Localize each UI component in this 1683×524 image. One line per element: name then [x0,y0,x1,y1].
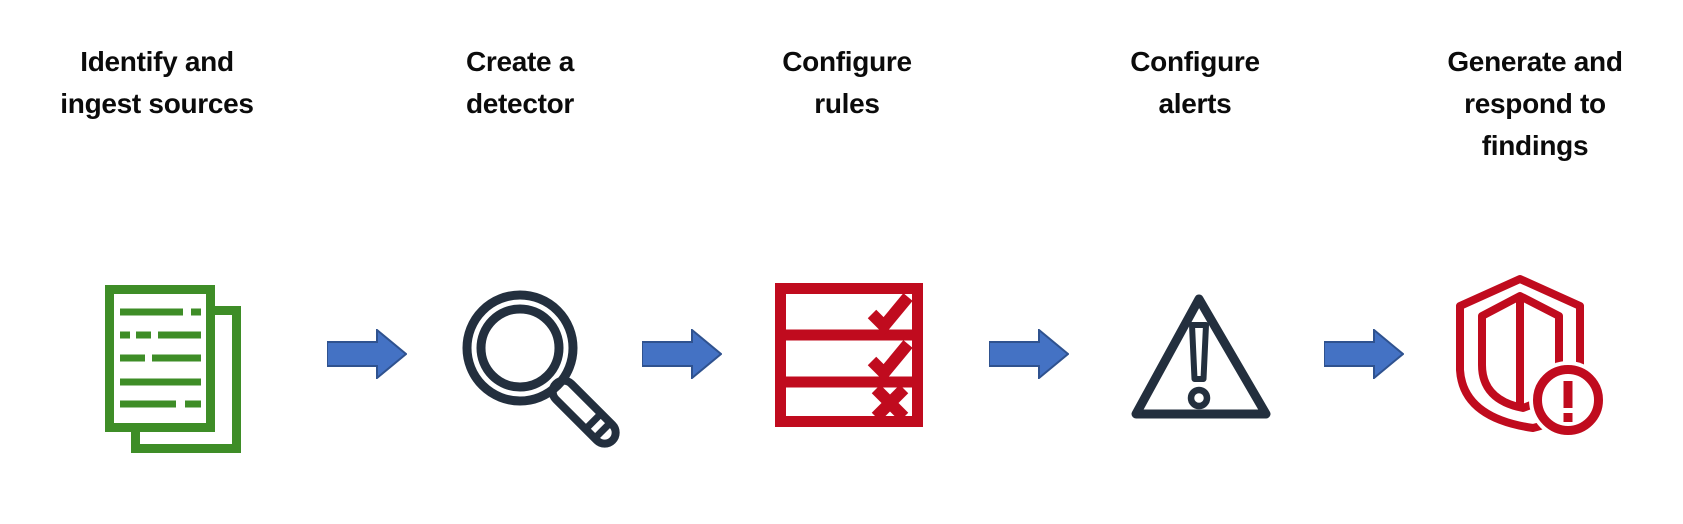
right-arrow-icon [642,329,722,379]
step-label-identify-ingest-sources: Identify and ingest sources [60,46,254,119]
right-arrow-icon [1324,329,1404,379]
warning-triangle-icon [1130,293,1272,420]
step-label-configure-rules: Configure rules [782,46,912,119]
step-label-configure-alerts: Configure alerts [1130,46,1260,119]
right-arrow-icon [989,329,1069,379]
magnifying-glass-icon [458,290,620,448]
step-label-generate-respond-findings: Generate and respond to findings [1447,46,1623,161]
right-arrow-icon [327,329,407,379]
rules-checklist-icon [775,283,923,427]
step-label-create-detector: Create a detector [465,46,575,119]
documents-icon [105,285,241,453]
shield-alert-icon [1455,270,1612,442]
